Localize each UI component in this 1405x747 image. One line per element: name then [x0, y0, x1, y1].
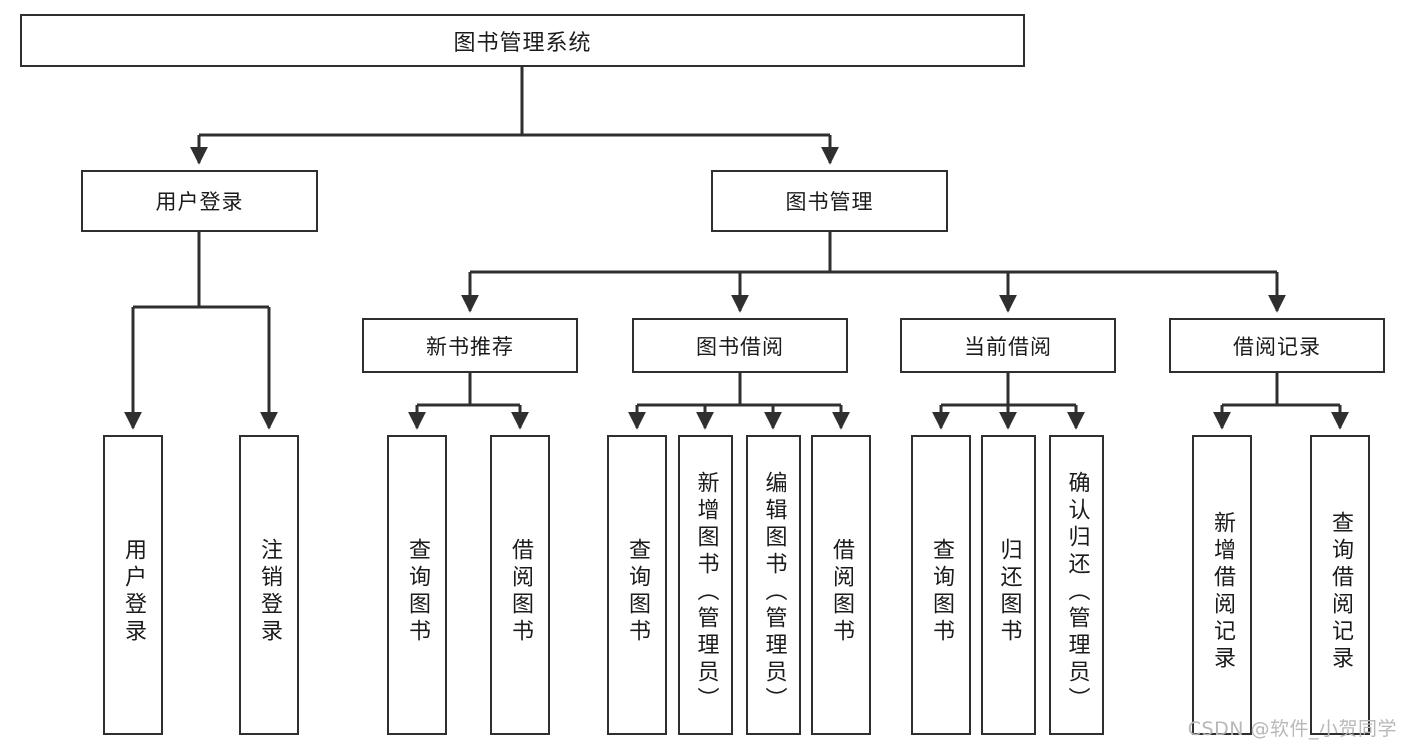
leaf-book-borrow-edit[interactable]: 编辑图书（管理员）	[746, 435, 801, 735]
leaf-new-book-borrow[interactable]: 借阅图书	[490, 435, 550, 735]
node-label: 新增借阅记录	[1210, 511, 1235, 673]
leaf-current-borrow-query[interactable]: 查询图书	[911, 435, 971, 735]
node-label: 查询借阅记录	[1328, 511, 1353, 673]
node-book-management[interactable]: 图书管理	[711, 170, 948, 232]
leaf-book-borrow-query[interactable]: 查询图书	[607, 435, 667, 735]
node-label: 查询图书	[929, 538, 954, 646]
node-book-borrow[interactable]: 图书借阅	[632, 318, 848, 373]
leaf-book-borrow-borrow[interactable]: 借阅图书	[811, 435, 871, 735]
leaf-borrow-record-query[interactable]: 查询借阅记录	[1310, 435, 1370, 735]
node-label: 用户登录	[121, 538, 146, 646]
node-new-book-recommend[interactable]: 新书推荐	[362, 318, 578, 373]
node-label: 图书管理	[785, 190, 874, 214]
leaf-book-borrow-add[interactable]: 新增图书（管理员）	[678, 435, 733, 735]
node-label: 归还图书	[996, 538, 1022, 646]
node-label: 借阅图书	[508, 538, 533, 646]
node-label: 借阅记录	[1233, 334, 1321, 359]
node-label: 用户登录	[155, 190, 244, 214]
node-label: 图书借阅	[696, 334, 784, 359]
leaf-current-borrow-confirm-return[interactable]: 确认归还（管理员）	[1049, 435, 1104, 735]
node-label: 当前借阅	[964, 334, 1052, 359]
node-label: 借阅图书	[829, 538, 854, 646]
node-label: 图书管理系统	[453, 30, 592, 56]
node-label: 查询图书	[625, 538, 650, 646]
node-borrow-record[interactable]: 借阅记录	[1169, 318, 1385, 373]
leaf-user-login-signout[interactable]: 注销登录	[239, 435, 299, 735]
leaf-new-book-query[interactable]: 查询图书	[387, 435, 447, 735]
leaf-borrow-record-add[interactable]: 新增借阅记录	[1192, 435, 1252, 735]
node-root-book-management-system[interactable]: 图书管理系统	[20, 14, 1025, 67]
node-label: 新书推荐	[426, 334, 514, 359]
leaf-current-borrow-return[interactable]: 归还图书	[981, 435, 1036, 735]
node-label: 确认归还（管理员）	[1064, 470, 1090, 714]
node-label: 新增图书（管理员）	[693, 470, 719, 714]
node-label: 注销登录	[257, 538, 282, 646]
node-user-login[interactable]: 用户登录	[81, 170, 318, 232]
node-label: 编辑图书（管理员）	[761, 470, 787, 714]
node-current-borrow[interactable]: 当前借阅	[900, 318, 1116, 373]
node-label: 查询图书	[405, 538, 430, 646]
leaf-user-login-signin[interactable]: 用户登录	[103, 435, 163, 735]
